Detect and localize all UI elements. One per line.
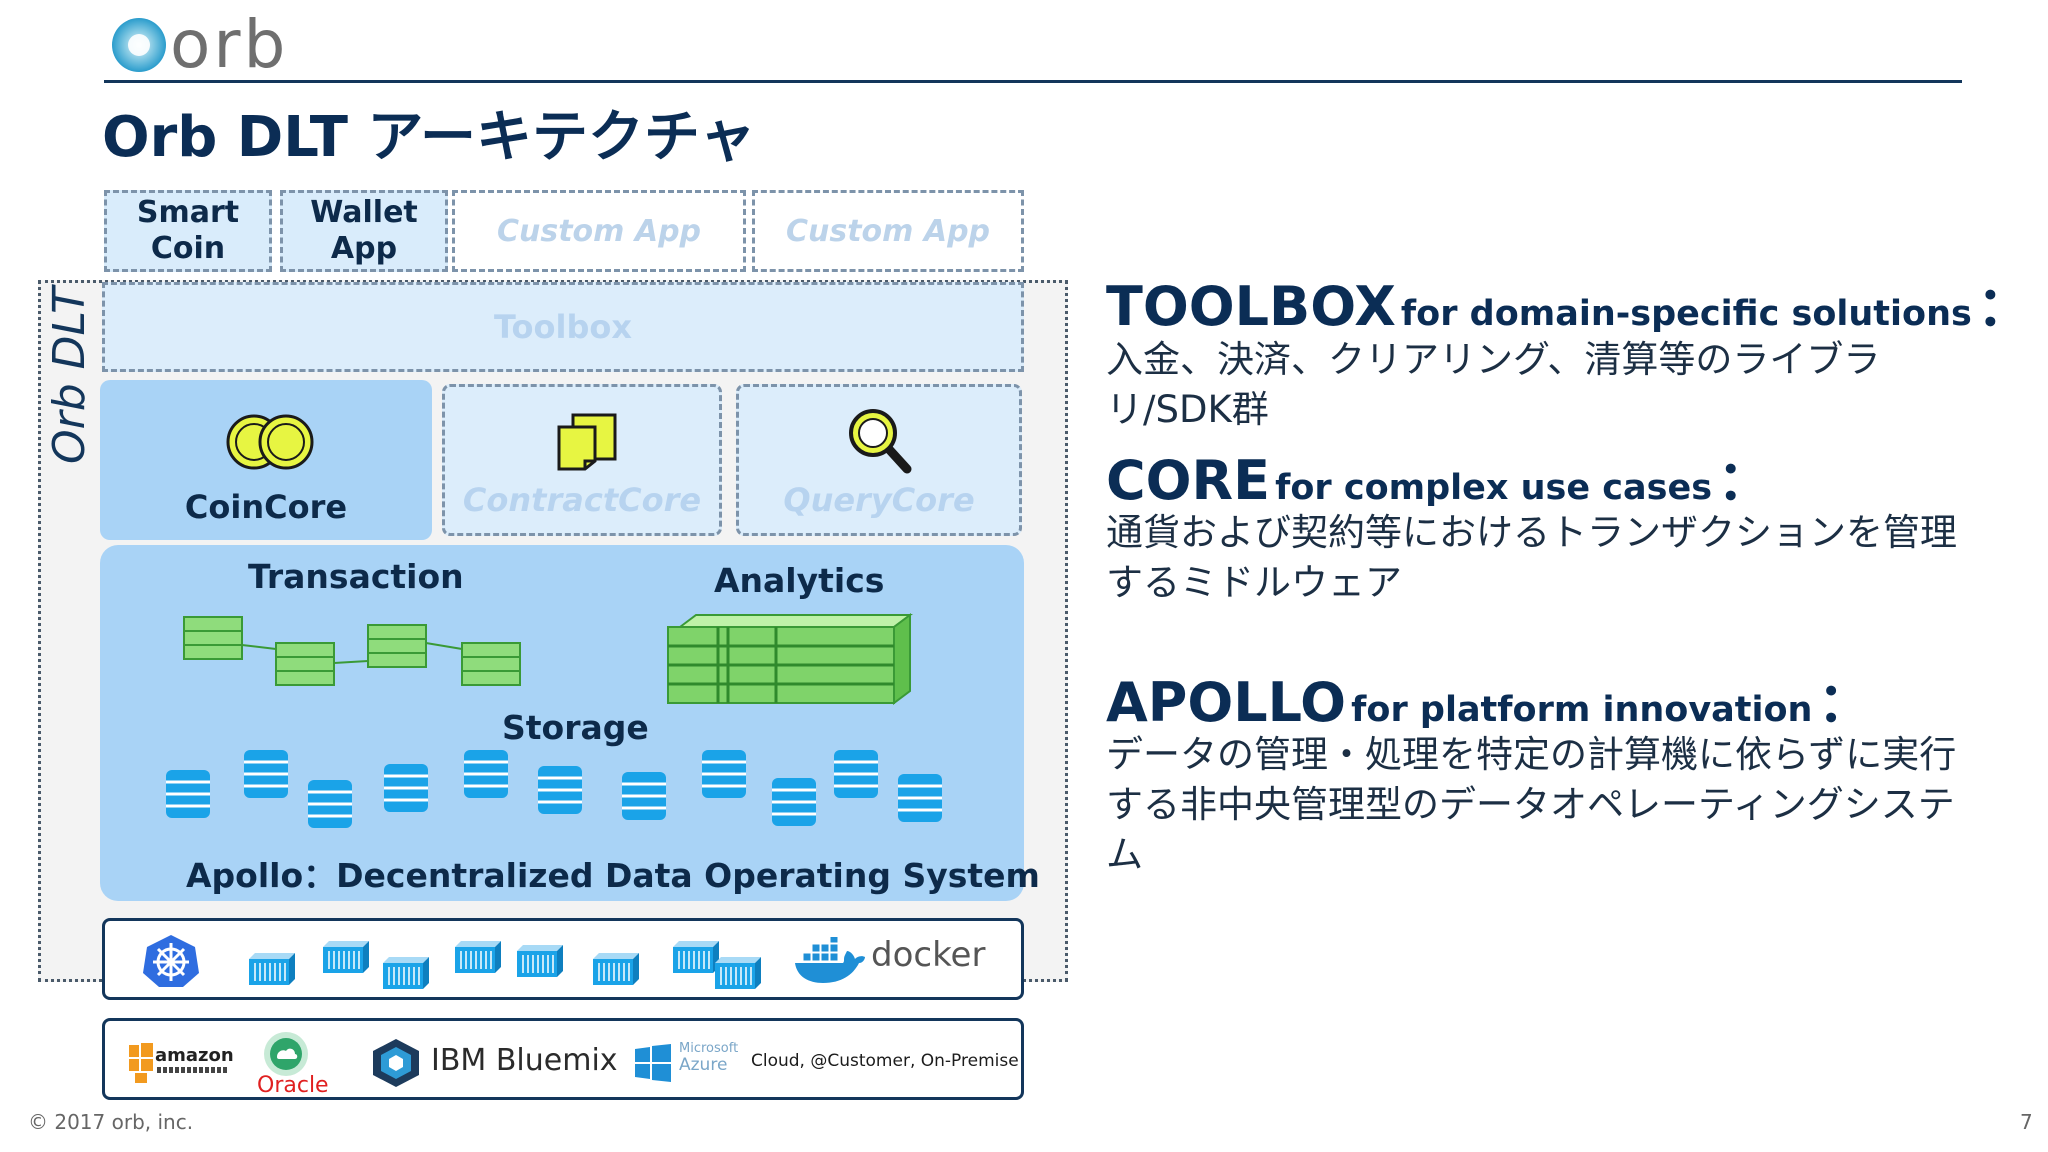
copyright: © 2017 orb, inc. xyxy=(28,1110,194,1134)
azure-line2: Azure xyxy=(679,1055,728,1075)
orb-logo-icon xyxy=(112,18,166,72)
ibm-bluemix-label: IBM Bluemix xyxy=(431,1043,618,1078)
coins-icon xyxy=(226,414,314,470)
core-heading-main: CORE xyxy=(1106,449,1271,512)
transaction-label: Transaction xyxy=(248,557,464,596)
apollo-heading-colon: ： xyxy=(1817,671,1872,734)
apollo-heading: APOLLO for platform innovation ： xyxy=(1106,658,1872,737)
analytics-blocks-icon xyxy=(667,613,913,705)
database-cluster xyxy=(164,750,944,830)
cloud-layer: amazon Oracle IBM Bluemix Microsoft Azur… xyxy=(102,1018,1024,1100)
orb-dlt-label-text: Orb DLT xyxy=(43,286,95,464)
contractcore-label: ContractCore xyxy=(462,481,702,519)
toolbox-description: 入金、決済、クリアリング、清算等のライブラリ/SDK群 xyxy=(1106,338,1881,431)
contractcore-box: ContractCore xyxy=(442,384,722,536)
container-icons xyxy=(248,940,762,990)
toolbox-heading-sub: for domain-specific solutions xyxy=(1400,294,1972,334)
apollo-heading-main: APOLLO xyxy=(1106,671,1347,734)
oracle-label: Oracle xyxy=(257,1073,329,1098)
docker-whale-icon xyxy=(795,937,865,983)
smart-coin-line2: Coin xyxy=(150,231,226,266)
windows-azure-icon xyxy=(635,1044,671,1082)
apollo-box: Transaction Analytics Storage xyxy=(100,545,1040,901)
core-description: 通貨および契約等におけるトランザクションを管理するミドルウェア xyxy=(1106,511,1957,604)
azure-line1: Microsoft xyxy=(679,1041,739,1056)
storage-label: Storage xyxy=(502,708,649,747)
logo-text: orb xyxy=(170,6,289,83)
toolbox-layer: Toolbox xyxy=(102,282,1024,372)
container-layer: docker xyxy=(102,918,1024,1000)
apollo-heading-sub: for platform innovation xyxy=(1351,690,1813,730)
docker-wordmark: docker xyxy=(871,935,986,975)
core-heading-colon: ： xyxy=(1717,449,1772,512)
core-heading-sub: for complex use cases xyxy=(1275,468,1713,508)
querycore-box: QueryCore xyxy=(736,384,1022,536)
wallet-app-line1: Wallet xyxy=(310,195,418,230)
coincore-box: CoinCore xyxy=(100,380,432,540)
apollo-caption: Apollo：Decentralized Data Operating Syst… xyxy=(186,856,1040,895)
orb-logo xyxy=(104,10,304,80)
custom-app-1-label: Custom App xyxy=(496,213,702,249)
amazon-web-services-icon xyxy=(129,1043,153,1083)
custom-app-2: Custom App xyxy=(752,190,1024,272)
toolbox-heading-colon: ： xyxy=(1976,275,2031,338)
ibm-bluemix-icon xyxy=(373,1039,419,1087)
apollo-description: データの管理・処理を特定の計算機に依らずに実行する非中央管理型のデータオペレーテ… xyxy=(1106,733,1957,876)
custom-app-2-label: Custom App xyxy=(785,213,991,249)
toolbox-heading-main: TOOLBOX xyxy=(1106,275,1396,338)
coincore-label: CoinCore xyxy=(184,488,348,526)
toolbox-label: Toolbox xyxy=(493,308,633,346)
querycore-label: QueryCore xyxy=(783,481,975,519)
amazon-web-services-subtitle-mark xyxy=(157,1067,227,1073)
toolbox-heading: TOOLBOX for domain-specific solutions ： xyxy=(1106,262,2031,341)
transaction-chain-icon xyxy=(183,616,521,686)
wallet-app-line2: App xyxy=(330,231,398,266)
documents-icon xyxy=(557,413,617,471)
core-heading: CORE for complex use cases ： xyxy=(1106,436,1771,515)
amazon-label: amazon xyxy=(155,1045,234,1066)
deployment-note: Cloud, @Customer, On-Premise xyxy=(751,1051,1019,1071)
oracle-cloud-icon xyxy=(264,1032,308,1076)
custom-app-1: Custom App xyxy=(452,190,746,272)
kubernetes-icon xyxy=(143,935,199,987)
magnifier-icon xyxy=(849,409,912,474)
analytics-label: Analytics xyxy=(714,561,885,600)
smart-coin-line1: Smart xyxy=(136,195,240,230)
azure-brand: Microsoft Azure xyxy=(679,1041,739,1075)
slide-title: Orb DLT アーキテクチャ xyxy=(102,105,756,170)
header-divider xyxy=(104,80,1962,83)
page-number: 7 xyxy=(2020,1110,2033,1134)
